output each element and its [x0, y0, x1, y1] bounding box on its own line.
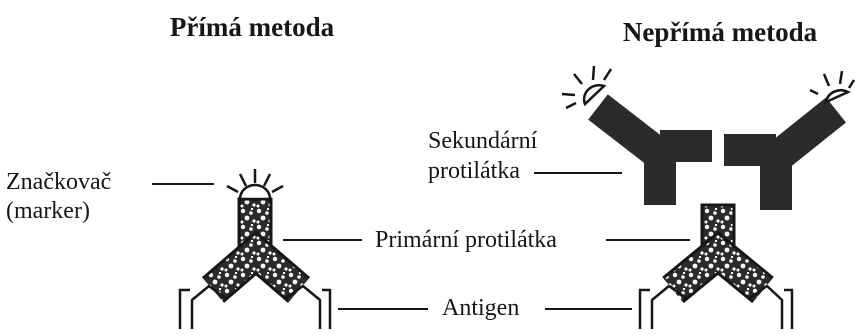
direct-primary-antibody: [213, 199, 299, 290]
label-marker-en: (marker): [6, 198, 90, 224]
marker-icon: [227, 169, 283, 199]
label-primary-antibody: Primární protilátka: [375, 227, 557, 253]
title-indirect-method: Nepřímá metoda: [623, 17, 818, 47]
label-marker: Značkovač: [6, 169, 111, 195]
indirect-primary-antibody: [673, 205, 763, 290]
direct-antigen: [180, 286, 330, 329]
indirect-antigen: [640, 286, 792, 329]
secondary-antibody-left: [562, 66, 712, 205]
title-direct-method: Přímá metoda: [170, 12, 335, 42]
label-antigen: Antigen: [442, 295, 519, 321]
label-secondary-antibody-2: protilátka: [428, 158, 520, 184]
label-secondary-antibody: Sekundární: [428, 128, 538, 154]
secondary-antibody-right: [724, 71, 854, 210]
